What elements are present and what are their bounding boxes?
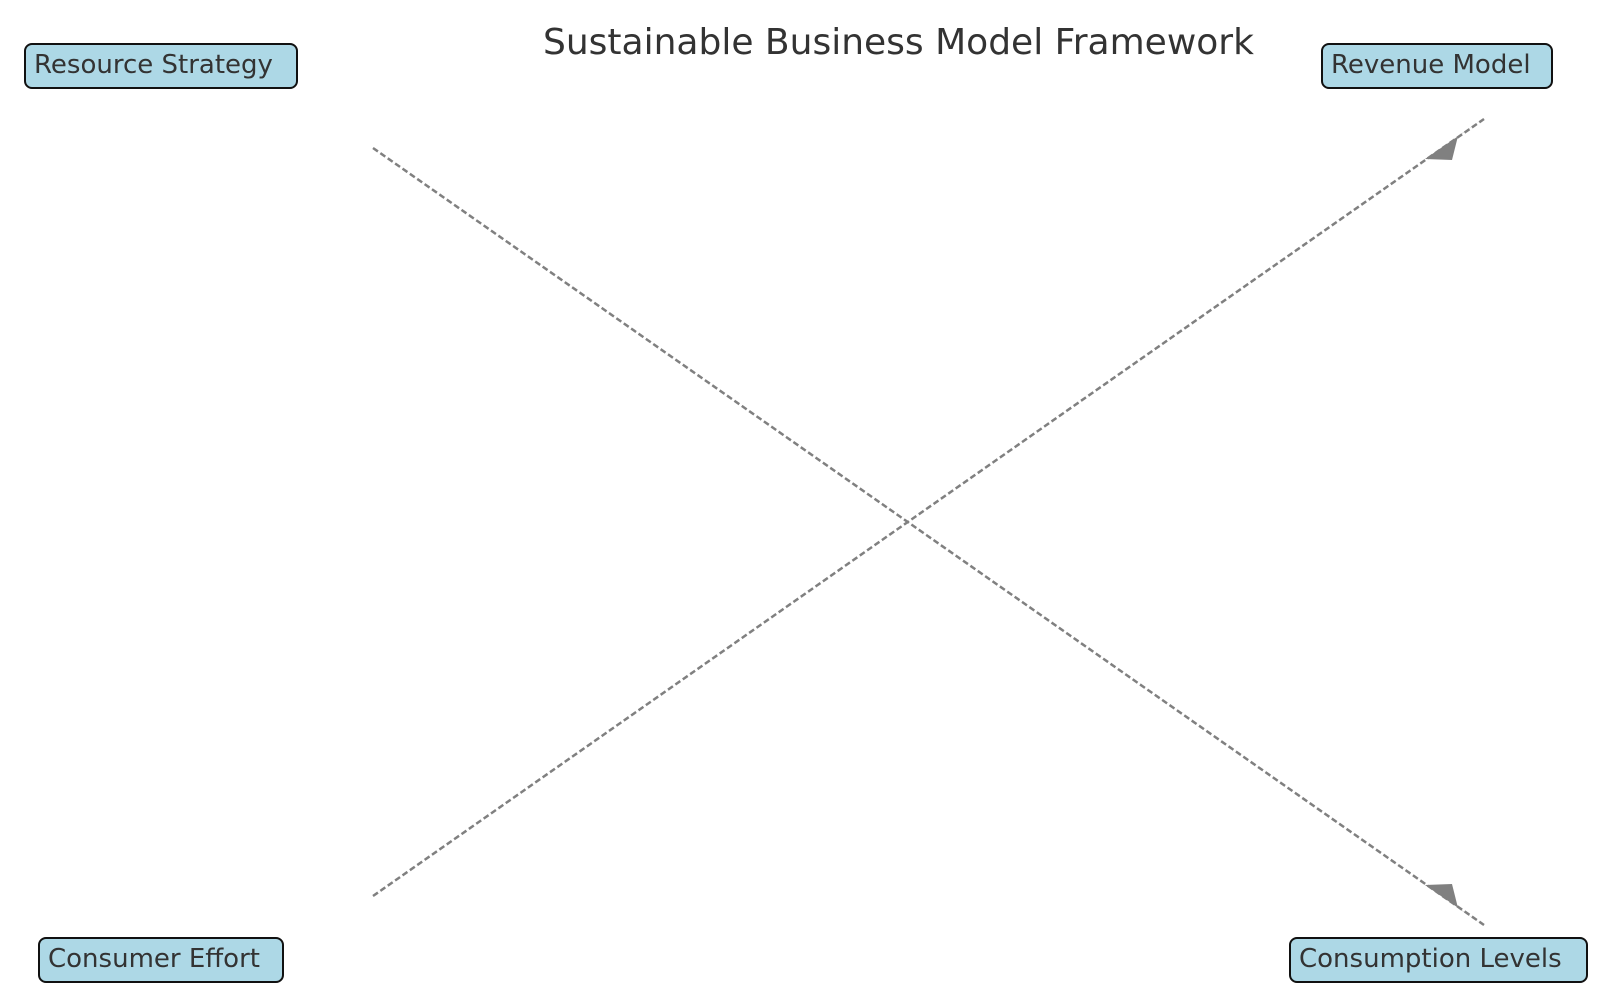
arrowhead-icon xyxy=(1425,884,1486,927)
edge-consumer-effort-to-revenue-model xyxy=(372,117,1486,898)
diagram-title: Sustainable Business Model Framework xyxy=(543,22,1254,63)
edge-line xyxy=(372,117,1485,898)
arrowhead-icon xyxy=(1425,117,1486,160)
node-consumption-levels: Consumption Levels xyxy=(1289,937,1588,983)
edge-resource-strategy-to-consumption-levels xyxy=(372,146,1486,927)
edge-line xyxy=(372,146,1485,927)
node-resource-strategy: Resource Strategy xyxy=(24,43,298,89)
node-consumer-effort: Consumer Effort xyxy=(38,937,284,983)
node-revenue-model: Revenue Model xyxy=(1321,43,1553,89)
